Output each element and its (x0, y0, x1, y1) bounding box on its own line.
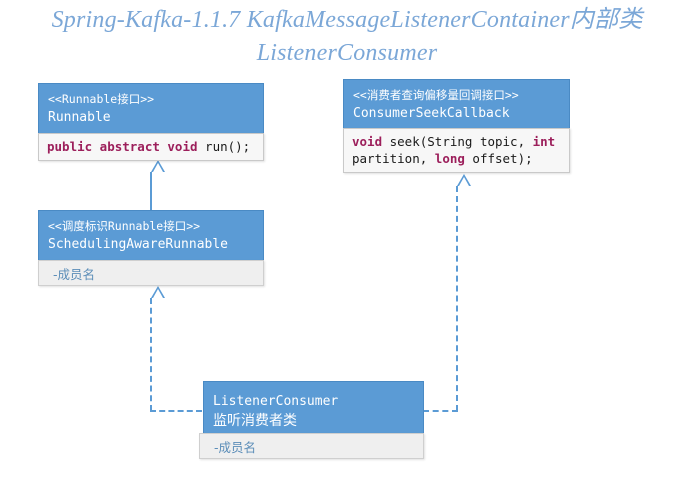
uml-members-schedulingawarerunnable: -成员名 (38, 260, 264, 286)
realization-arrowhead-consumerseek (457, 174, 471, 186)
classname-runnable: Runnable (48, 110, 111, 125)
uml-header-runnable: <<Runnable接口>> Runnable (38, 83, 264, 133)
stereotype-schedulingawarerunnable: <<调度标识Runnable接口>> (48, 219, 201, 233)
classname-consumerseekcallback: ConsumerSeekCallback (353, 106, 510, 121)
uml-header-consumerseekcallback: <<消费者查询偏移量回调接口>> ConsumerSeekCallback (343, 79, 570, 128)
connector-scheduling-to-runnable-line (150, 172, 152, 211)
code-keyword-public-abstract-void: public abstract void (47, 139, 198, 154)
connector-listenerconsumer-to-consumerseek-horizontal (423, 410, 458, 412)
uml-members-listenerconsumer: -成员名 (199, 433, 424, 459)
uml-header-schedulingawarerunnable: <<调度标识Runnable接口>> SchedulingAwareRunnab… (38, 210, 264, 260)
realization-arrowhead-scheduling (151, 286, 165, 298)
uml-header-listenerconsumer: ListenerConsumer 监听消费者类 (203, 381, 424, 433)
uml-code-runnable: public abstract void run(); (38, 133, 264, 161)
code-text-seek-signature-1: seek(String topic, (382, 134, 533, 149)
code-text-run: run(); (197, 139, 251, 154)
code-keyword-void: void (352, 134, 383, 149)
connector-listenerconsumer-to-scheduling-vertical (150, 298, 152, 411)
classname-cn-listenerconsumer: 监听消费者类 (213, 413, 297, 429)
uml-class-schedulingawarerunnable[interactable]: <<调度标识Runnable接口>> SchedulingAwareRunnab… (38, 210, 264, 286)
generalization-arrowhead-runnable (151, 160, 165, 172)
uml-class-listenerconsumer[interactable]: ListenerConsumer 监听消费者类 -成员名 (199, 381, 424, 459)
stereotype-consumerseekcallback: <<消费者查询偏移量回调接口>> (353, 88, 519, 102)
classname-listenerconsumer: ListenerConsumer (213, 394, 339, 409)
connector-listenerconsumer-to-consumerseek-vertical (456, 186, 458, 411)
code-text-seek-signature-2: partition, (352, 151, 435, 166)
classname-schedulingawarerunnable: SchedulingAwareRunnable (48, 237, 229, 252)
connector-listenerconsumer-to-scheduling-horizontal (150, 410, 202, 412)
uml-code-consumerseekcallback: void seek(String topic, int partition, l… (343, 128, 570, 173)
code-keyword-long: long (434, 151, 465, 166)
uml-class-consumerseekcallback[interactable]: <<消费者查询偏移量回调接口>> ConsumerSeekCallback vo… (343, 79, 570, 173)
code-keyword-int: int (532, 134, 556, 149)
stereotype-runnable: <<Runnable接口>> (48, 92, 155, 106)
page-title: Spring-Kafka-1.1.7 KafkaMessageListenerC… (51, 7, 643, 66)
code-text-seek-signature-3: offset); (464, 151, 533, 166)
uml-class-runnable[interactable]: <<Runnable接口>> Runnable public abstract … (38, 83, 264, 161)
